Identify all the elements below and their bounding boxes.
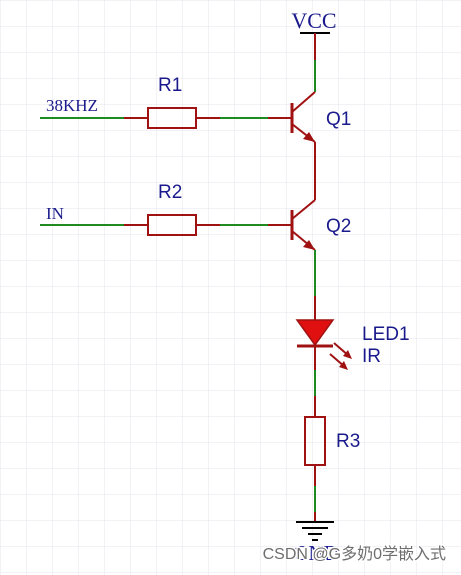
led-emission-arrow-1 <box>343 350 352 359</box>
q1-collector <box>291 91 316 113</box>
led-led1: LED1 IR <box>295 296 410 370</box>
q1-emitter-arrow <box>303 132 315 142</box>
r3-label: R3 <box>336 431 360 452</box>
led-ref-label: LED1 <box>362 324 410 345</box>
r2-label: R2 <box>158 182 182 203</box>
net-in: IN <box>40 204 124 226</box>
net-label-38khz: 38KHZ <box>46 96 98 115</box>
vcc-label: VCC <box>291 8 336 33</box>
led-value-label: IR <box>362 346 381 367</box>
gnd-symbol: GND <box>293 512 339 565</box>
q2-collector <box>291 199 316 220</box>
q2-label: Q2 <box>326 216 351 237</box>
r1-label: R1 <box>158 75 182 96</box>
vcc-symbol: VCC <box>291 8 337 60</box>
watermark-halo: CSDN @G多奶0学嵌入式 <box>263 545 446 563</box>
resistor-r3: R3 <box>304 396 360 486</box>
net-38khz: 38KHZ <box>40 96 124 119</box>
resistor-r2: R2 <box>124 182 220 236</box>
watermark-text: CSDN @G多奶0学嵌入式 <box>263 545 446 563</box>
resistor-r1: R1 <box>124 75 220 129</box>
q1-label: Q1 <box>326 109 351 130</box>
gnd-label: GND <box>293 541 339 565</box>
led-triangle <box>295 319 335 347</box>
led-emission-arrow-2 <box>339 361 348 370</box>
net-label-in: IN <box>46 204 64 223</box>
transistor-q1: Q1 <box>268 91 351 143</box>
transistor-q2: Q2 <box>268 199 351 251</box>
q2-emitter-arrow <box>303 240 315 250</box>
